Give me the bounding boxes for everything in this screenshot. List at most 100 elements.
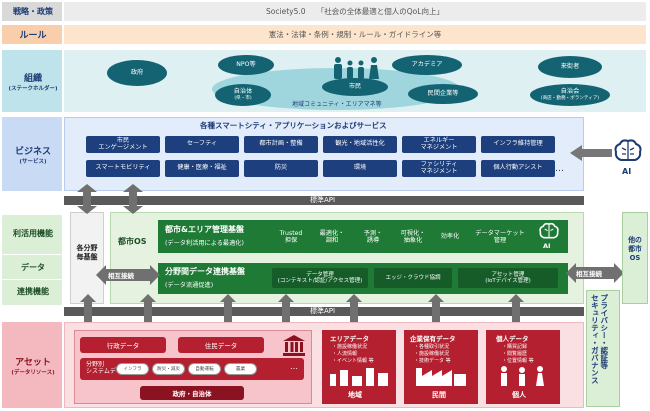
city-buildings-icon bbox=[330, 368, 388, 386]
system-data-item: 防災・減災 bbox=[152, 363, 185, 375]
api-bar-bottom bbox=[64, 307, 584, 316]
org-academia: アカデミア bbox=[392, 55, 462, 75]
person-asset-title: 個人 bbox=[512, 391, 526, 399]
person-asset-head: 個人データ bbox=[496, 335, 529, 343]
gov-asset-title: 政府・自治体 bbox=[140, 386, 244, 400]
system-data-item: 自動運転 bbox=[188, 363, 221, 375]
service-item: 健康・医療・福祉 bbox=[165, 160, 239, 177]
business-label-box bbox=[2, 117, 62, 191]
org-local-gov: 自治体(県・市) bbox=[215, 84, 271, 106]
mutual-arrow-right bbox=[566, 263, 624, 283]
inter-item: エッジ・クラウド協調 bbox=[374, 268, 452, 288]
service-item: スマートモビリティ bbox=[86, 160, 160, 177]
org-gov: 政府 bbox=[107, 60, 167, 86]
asset-line: ・購買記録 bbox=[502, 344, 528, 350]
inter-item: データ管理 (コンテキスト/認証/アクセス管理) bbox=[272, 268, 368, 288]
asset-line: ・イベント情報 等 bbox=[332, 358, 374, 364]
service-item: 個人行動アシスト bbox=[481, 160, 555, 177]
service-item: セーフティ bbox=[165, 136, 239, 153]
inter-item: アセット管理 (IoTデバイス管理) bbox=[458, 268, 558, 288]
system-data-item: 農業 bbox=[224, 363, 257, 375]
service-item: 市民 エンゲージメント bbox=[86, 136, 160, 153]
area-asset-box bbox=[322, 330, 396, 404]
rule-band: 憲法・法律・条例・規制・ルール・ガイドライン等 bbox=[64, 25, 646, 44]
policy-band: Society5.0 「社会の全体最適と個人のQoL向上」 bbox=[64, 2, 646, 21]
asset-line: ・位置情報 等 bbox=[502, 358, 534, 364]
rule-label: ルール bbox=[19, 31, 47, 41]
other-os-box bbox=[622, 212, 648, 304]
api-bar-top bbox=[64, 196, 584, 205]
private-asset-box bbox=[404, 330, 478, 404]
rule-label-box bbox=[2, 25, 62, 44]
api-bottom-label: 標準API bbox=[310, 307, 336, 315]
link-label: 連携機能 bbox=[17, 286, 49, 296]
person-asset-box bbox=[486, 330, 560, 404]
service-item: 観光・地域活性化 bbox=[323, 136, 397, 153]
private-asset-title: 民間 bbox=[432, 391, 446, 399]
asset-line: ・技術データ 等 bbox=[414, 358, 451, 364]
factory-icon bbox=[416, 368, 466, 386]
people-icon bbox=[501, 366, 544, 386]
mgmt-item: 効率化 bbox=[434, 227, 466, 248]
service-item: エネルギー マネジメント bbox=[402, 136, 476, 153]
gov-asset-more: … bbox=[290, 362, 298, 371]
private-asset-head: 企業保有データ bbox=[410, 335, 456, 343]
business-title: 各種スマートシティ・アプリケーションおよびサービス bbox=[200, 121, 387, 130]
policy-label: 戦略・政策 bbox=[13, 7, 53, 16]
reuse-label-box bbox=[2, 215, 62, 305]
org-label: 組織(ステークホルダー) bbox=[8, 73, 58, 92]
inter-title: 分野間データ連携基盤 bbox=[165, 267, 245, 276]
asset-label: アセット(データリソース) bbox=[11, 357, 55, 376]
field-platform-label: 各分野 毎基盤 bbox=[76, 244, 98, 262]
ai-brain-small-icon bbox=[539, 222, 559, 239]
asset-line: ・各種取引状況 bbox=[414, 344, 450, 350]
mgmt-ai-label: AI bbox=[543, 242, 551, 250]
mutual-left-label: 相互接続 bbox=[108, 272, 134, 280]
mgmt-sub: (データ利活用による最適化) bbox=[165, 240, 244, 247]
asset-label-box bbox=[2, 322, 62, 408]
service-item: ファシリティ マネジメント bbox=[402, 160, 476, 177]
reuse-label: 利活用機能 bbox=[13, 228, 53, 238]
business-more: … bbox=[555, 164, 564, 174]
inter-sub: (データ流通促進) bbox=[165, 282, 214, 289]
security-label: プライバシー・認証等 セキュリティ・ガバナンス bbox=[590, 294, 609, 384]
data-label: データ bbox=[21, 262, 45, 272]
ai-brain-icon bbox=[614, 139, 642, 161]
security-box bbox=[586, 290, 620, 407]
community-label: 地域コミュニティ・エリアマネ等 bbox=[292, 101, 382, 108]
mgmt-title: 都市&エリア管理基盤 bbox=[165, 225, 244, 234]
label-divider-1 bbox=[2, 254, 62, 255]
service-item: インフラ維持管理 bbox=[481, 136, 555, 153]
mgmt-item: 予測・ 誘導 bbox=[354, 227, 392, 248]
city-os-label: 都市OS bbox=[118, 237, 147, 246]
business-panel bbox=[64, 117, 584, 191]
ai-label: AI bbox=[622, 167, 632, 176]
org-label-box bbox=[2, 50, 62, 112]
asset-line: ・閲覧履歴 bbox=[502, 351, 528, 357]
asset-line: ・人流情報 bbox=[332, 351, 358, 357]
org-private: 民間企業等 bbox=[408, 84, 478, 104]
asset-line: ・施設稼働状況 bbox=[414, 351, 450, 357]
asset-line: ・施設稼働状況 bbox=[332, 344, 368, 350]
mgmt-item: Trusted 担保 bbox=[272, 227, 310, 248]
government-building-icon bbox=[283, 335, 305, 356]
org-visitor: 来街者 bbox=[538, 56, 602, 78]
org-citizen: 市民 bbox=[322, 78, 388, 96]
mutual-right-label: 相互接続 bbox=[576, 270, 602, 278]
business-label: ビジネス(サービス) bbox=[14, 146, 51, 165]
policy-label-box bbox=[2, 2, 62, 21]
family-icon bbox=[334, 57, 379, 79]
service-item: 防災 bbox=[244, 160, 318, 177]
area-asset-head: エリアデータ bbox=[330, 335, 369, 343]
system-data-item: インフラ bbox=[116, 363, 149, 375]
resident-data: 住民データ bbox=[178, 337, 264, 353]
org-npo: NPO等 bbox=[218, 55, 274, 75]
org-local-body: 自治会(商店・勤務・ボランティア) bbox=[530, 84, 610, 106]
admin-data: 行政データ bbox=[80, 337, 166, 353]
other-os-label: 他の 都市 OS bbox=[628, 236, 642, 262]
label-divider-2 bbox=[2, 279, 62, 280]
area-asset-title: 地域 bbox=[348, 391, 362, 399]
arrow-vertical-1 bbox=[77, 184, 97, 214]
service-item: 環境 bbox=[323, 160, 397, 177]
arrow-vertical-2 bbox=[123, 184, 143, 214]
